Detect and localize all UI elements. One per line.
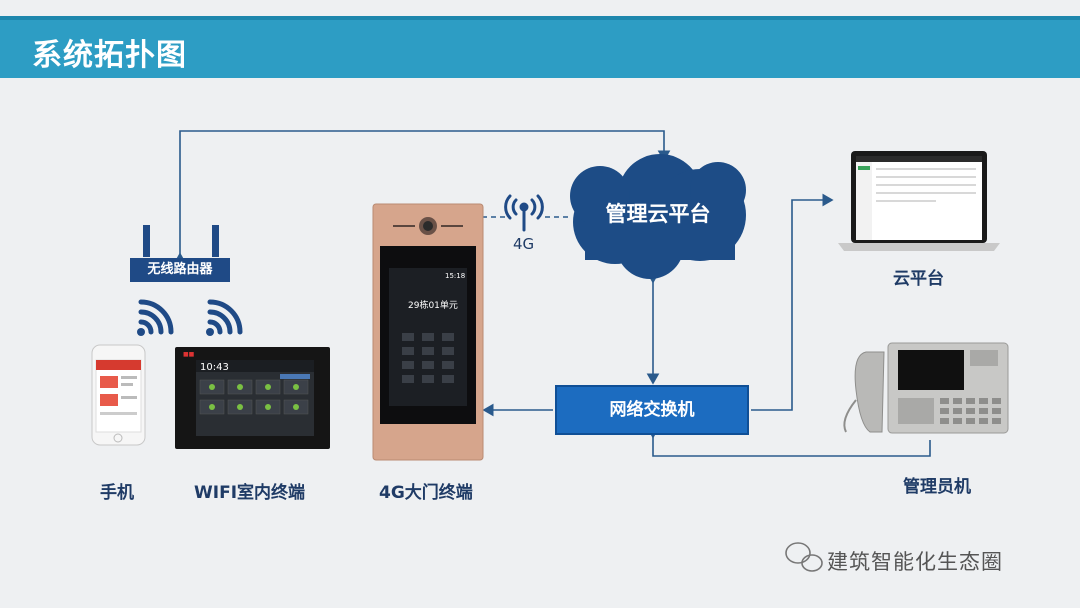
router-icon (143, 225, 219, 257)
gate-terminal-label: 4G大门终端 (379, 478, 473, 503)
watermark-text: 建筑智能化生态圈 (827, 546, 1003, 576)
gate-terminal-device (373, 204, 483, 460)
wifi-terminal-time: 10:43 (200, 362, 229, 373)
antenna-label: 4G (513, 235, 534, 253)
gate-terminal-unit: 29栋01单元 (408, 298, 458, 311)
phone-label: 手机 (100, 478, 134, 503)
router-label: 无线路由器 (130, 258, 230, 282)
cloud-platform-label: 云平台 (893, 264, 944, 289)
wifi-terminal-label: WIFI室内终端 (194, 478, 305, 503)
svg-text:■■: ■■ (183, 351, 195, 358)
antenna-icon (506, 196, 543, 230)
wifi-icon (206, 302, 240, 336)
wechat-icon (786, 543, 822, 571)
network-switch: 网络交换机 (555, 385, 749, 435)
admin-console-device (844, 343, 1008, 433)
phone-device (92, 345, 145, 445)
switch-platform-link (751, 200, 832, 410)
gate-terminal-time: 15:18 (445, 272, 465, 280)
wifi-terminal-device: ■■ (175, 347, 330, 449)
admin-console-label: 管理员机 (903, 472, 971, 497)
switch-admin-link (653, 437, 930, 456)
cloud-label: 管理云平台 (583, 198, 733, 228)
wifi-icon (137, 302, 171, 336)
laptop-device (838, 151, 1000, 251)
